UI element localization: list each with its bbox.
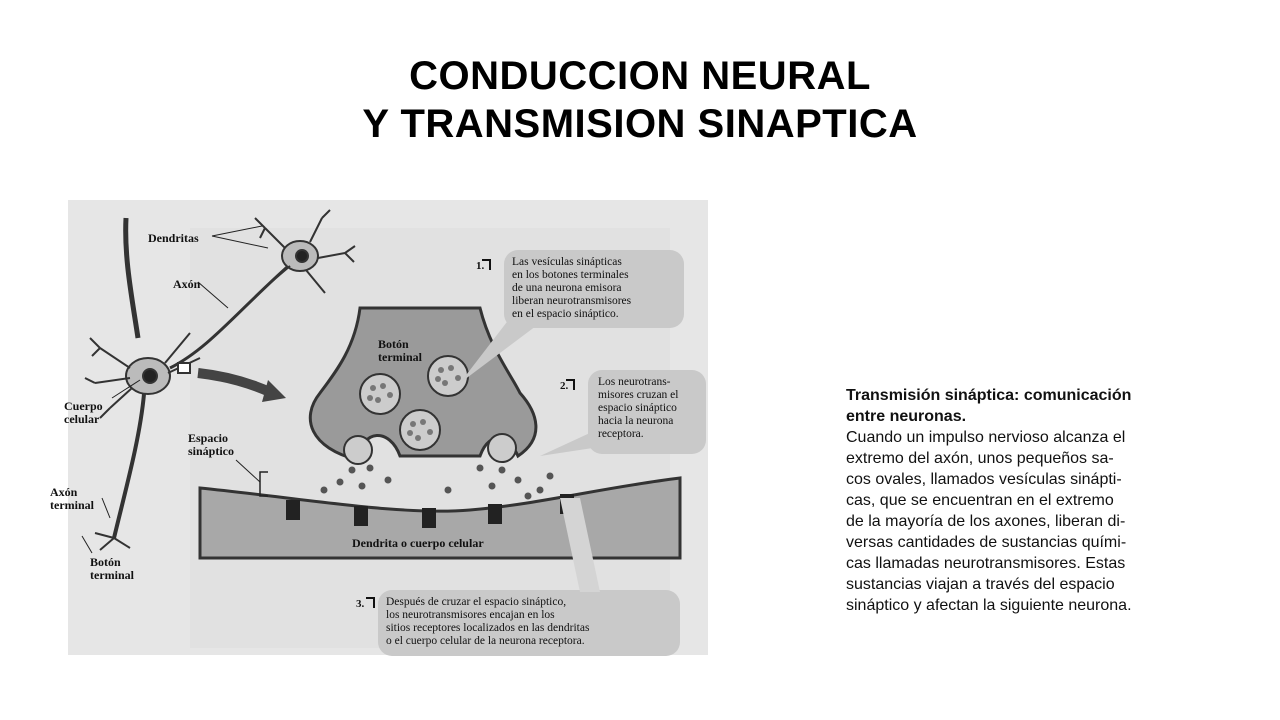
callout-2-line: misores cruzan el [598, 389, 679, 401]
label-dendritas: Dendritas [148, 231, 199, 245]
callout-1-line: Las vesículas sinápticas [512, 256, 622, 268]
label-axon-terminal-line-1: Axón [50, 485, 78, 499]
caption-line: versas cantidades de sustancias quími- [846, 534, 1127, 551]
leader-lines [81, 225, 269, 554]
label-boton-terminal-left-line-2: terminal [90, 568, 134, 582]
figure-caption: Transmisión sináptica: comunicación entr… [846, 385, 1206, 616]
callout-3-line: los neurotransmisores encajan en los [386, 609, 555, 621]
label-boton-terminal-center-line-1: Botón [378, 337, 409, 351]
caption-heading-line-2: entre neuronas. [846, 408, 967, 425]
label-espacio-sinaptico-line-1: Espacio [188, 431, 229, 445]
callout-1-text: Las vesículas sinápticas en los botones … [512, 256, 631, 321]
zoom-arrow-head [262, 380, 286, 402]
callout-number-brackets [366, 259, 575, 608]
callout-2-number: 2. [560, 380, 569, 392]
slide-title-line-1: CONDUCCION NEURAL [409, 54, 871, 98]
callout-2-line: receptora. [598, 428, 644, 440]
label-boton-terminal-left-line-1: Botón [90, 555, 121, 569]
label-espacio-sinaptico-line-2: sináptico [188, 444, 235, 458]
caption-line: sustancias viajan a través del espacio [846, 576, 1115, 593]
label-boton-terminal-center-line-2: terminal [378, 350, 422, 364]
caption-heading-line-1: Transmisión sináptica: comunicación [846, 387, 1132, 404]
callout-3-line: Después de cruzar el espacio sináptico, [386, 596, 567, 608]
vesicle-dots [367, 365, 461, 441]
callout-3-line: o el cuerpo celular de la neurona recept… [386, 635, 585, 647]
label-dendrita-cuerpo: Dendrita o cuerpo celular [352, 536, 484, 550]
callout-3-line: sitios receptores localizados en las den… [386, 622, 590, 634]
label-cuerpo-celular-line-2: celular [64, 412, 100, 426]
label-cuerpo-celular-line-1: Cuerpo [64, 399, 103, 413]
callout-1-line: en el espacio sináptico. [512, 308, 619, 320]
label-boton-terminal-left: Botón terminal [90, 556, 134, 582]
label-axon-terminal-line-2: terminal [50, 498, 94, 512]
callout-1-line: liberan neurotransmisores [512, 295, 632, 307]
callout-2-line: hacia la neurona [598, 415, 674, 427]
terminal-button-shape [308, 306, 538, 462]
caption-line: de la mayoría de los axones, liberan di- [846, 513, 1126, 530]
callout-1-number: 1. [476, 260, 485, 272]
callout-2-text: Los neurotrans- misores cruzan el espaci… [598, 376, 678, 441]
callout-2-line: Los neurotrans- [598, 376, 671, 388]
callout-1-line: en los botones terminales [512, 269, 629, 281]
synapse-illustration [68, 200, 708, 656]
synapse-figure: Dendritas Axón Cuerpo celular Espacio si… [40, 198, 708, 660]
callout-bubbles [378, 250, 706, 656]
callout-3-number: 3. [356, 598, 365, 610]
label-espacio-sinaptico: Espacio sináptico [188, 432, 234, 458]
vesicles [343, 355, 517, 465]
caption-line: cas llamadas neurotransmisores. Estas [846, 555, 1126, 572]
gap-bracket [259, 471, 268, 497]
gap-leader [235, 459, 261, 483]
callout-1-line: de una neurona emisora [512, 282, 622, 294]
caption-line: cos ovales, llamados vesículas sinápti- [846, 471, 1122, 488]
label-axon-terminal: Axón terminal [50, 486, 94, 512]
neuron-drawing [84, 209, 356, 551]
slide-title-line-2: Y TRANSMISION SINAPTICA [362, 102, 918, 146]
caption-line: extremo del axón, unos pequeños sa- [846, 450, 1114, 467]
label-boton-terminal-center: Botón terminal [378, 338, 422, 364]
callout-3-text: Después de cruzar el espacio sináptico, … [386, 596, 589, 648]
caption-line: cas, que se encuentran en el extremo [846, 492, 1114, 509]
neurotransmitters [320, 464, 554, 500]
label-cuerpo-celular: Cuerpo celular [64, 400, 103, 426]
slide-title: CONDUCCION NEURAL Y TRANSMISION SINAPTIC… [0, 52, 1280, 148]
caption-line: sináptico y afectan la siguiente neurona… [846, 597, 1132, 614]
label-axon: Axón [173, 277, 201, 291]
caption-line: Cuando un impulso nervioso alcanza el [846, 429, 1126, 446]
callout-2-line: espacio sináptico [598, 402, 677, 414]
